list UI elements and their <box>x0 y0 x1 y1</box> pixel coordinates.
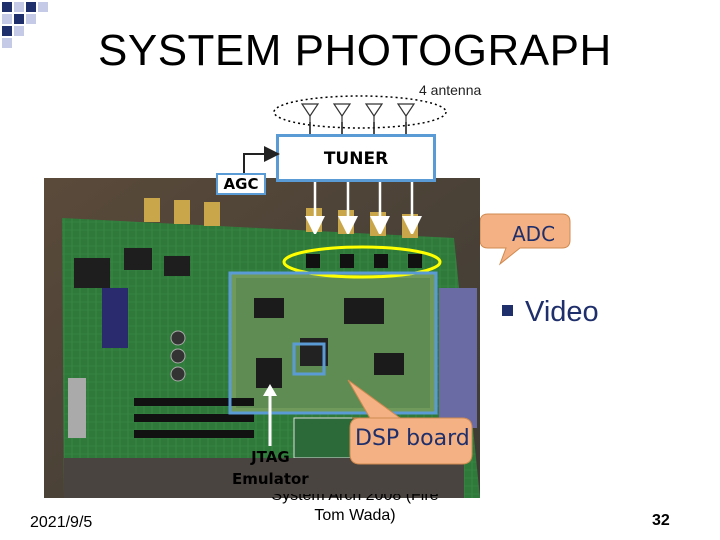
signal-arrows <box>243 146 422 234</box>
agc-box: AGC <box>216 173 266 195</box>
jtag-line2: Emulator <box>232 470 309 488</box>
footer-date: 2021/9/5 <box>30 514 93 531</box>
footer-center-line2: Tom Wada) <box>314 507 396 524</box>
tuner-box: TUNER <box>276 134 436 182</box>
footer-center-line1: System Arch 2008 (Fire <box>271 494 439 504</box>
slide-title: SYSTEM PHOTOGRAPH <box>98 26 612 75</box>
jtag-line1: JTAG <box>251 448 290 466</box>
jtag-emulator-label: JTAG Emulator <box>232 446 309 490</box>
antenna-feed-lines <box>309 122 407 134</box>
video-bullet[interactable]: Video <box>502 296 599 329</box>
dsp-board-label: DSP board <box>355 426 470 451</box>
bullet-square-icon <box>502 304 513 316</box>
footer-center: System Arch 2008 (Fire Tom Wada) <box>230 494 480 526</box>
dsp-callout-shape <box>347 379 473 465</box>
jtag-arrow-icon <box>263 384 277 446</box>
adc-label: ADC <box>512 222 556 246</box>
antenna-label: 4 antenna <box>419 82 482 98</box>
page-number: 32 <box>652 512 670 529</box>
adc-callout-shape <box>480 213 571 266</box>
video-label[interactable]: Video <box>525 296 599 328</box>
